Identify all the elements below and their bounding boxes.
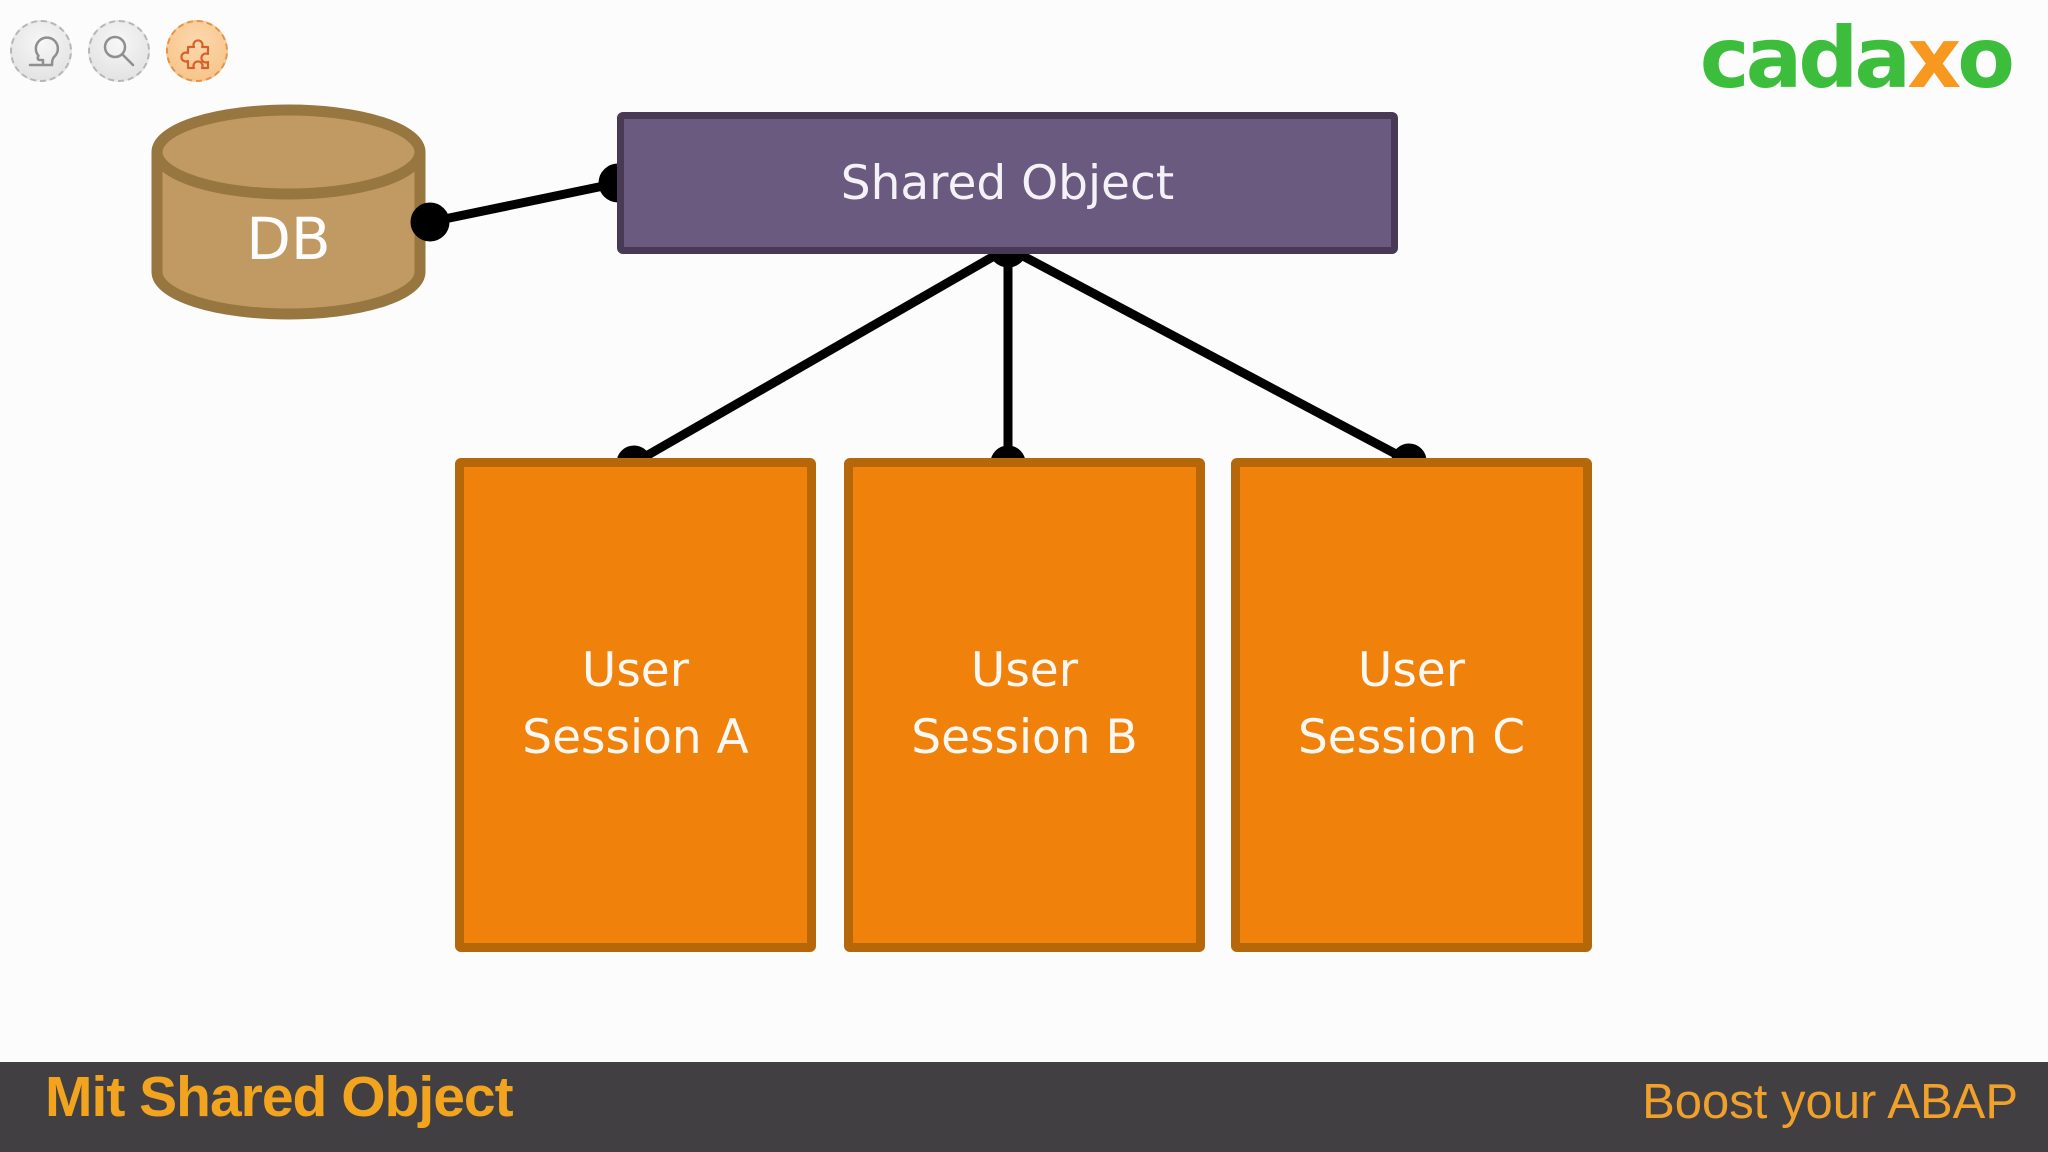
- db-node-label: DB: [246, 205, 331, 273]
- user-session-b-node: User Session B: [844, 458, 1205, 952]
- search-icon: [97, 29, 141, 73]
- session-label-line: User: [581, 643, 690, 699]
- session-label-line: Session A: [522, 710, 749, 765]
- logo-part-green-2: o: [1957, 9, 2015, 107]
- footer-bar: Mit Shared Object Boost your ABAP: [0, 1062, 2048, 1152]
- head-icon: [19, 29, 63, 73]
- footer-tagline: Boost your ABAP: [1642, 1075, 2018, 1129]
- cadaxo-logo: cadaxo: [1700, 16, 2015, 100]
- session-label-line: User: [970, 643, 1079, 699]
- overlay-toolbar: [10, 20, 228, 82]
- puzzle-icon: [175, 29, 219, 73]
- puzzle-button[interactable]: [166, 20, 228, 82]
- slide-title: Mit Shared Object: [45, 1065, 514, 1129]
- logo-part-green-1: cada: [1699, 9, 1911, 107]
- session-label-line: Session C: [1297, 710, 1526, 765]
- logo-part-orange: x: [1907, 9, 1961, 107]
- head-button[interactable]: [10, 20, 72, 82]
- shared-object-node: Shared Object: [617, 112, 1398, 254]
- search-button[interactable]: [88, 20, 150, 82]
- user-session-a-node: User Session A: [455, 458, 816, 952]
- user-session-c-node: User Session C: [1231, 458, 1592, 952]
- session-label-line: Session B: [911, 710, 1138, 765]
- shared-object-label: Shared Object: [840, 155, 1175, 211]
- session-label-line: User: [1357, 643, 1466, 699]
